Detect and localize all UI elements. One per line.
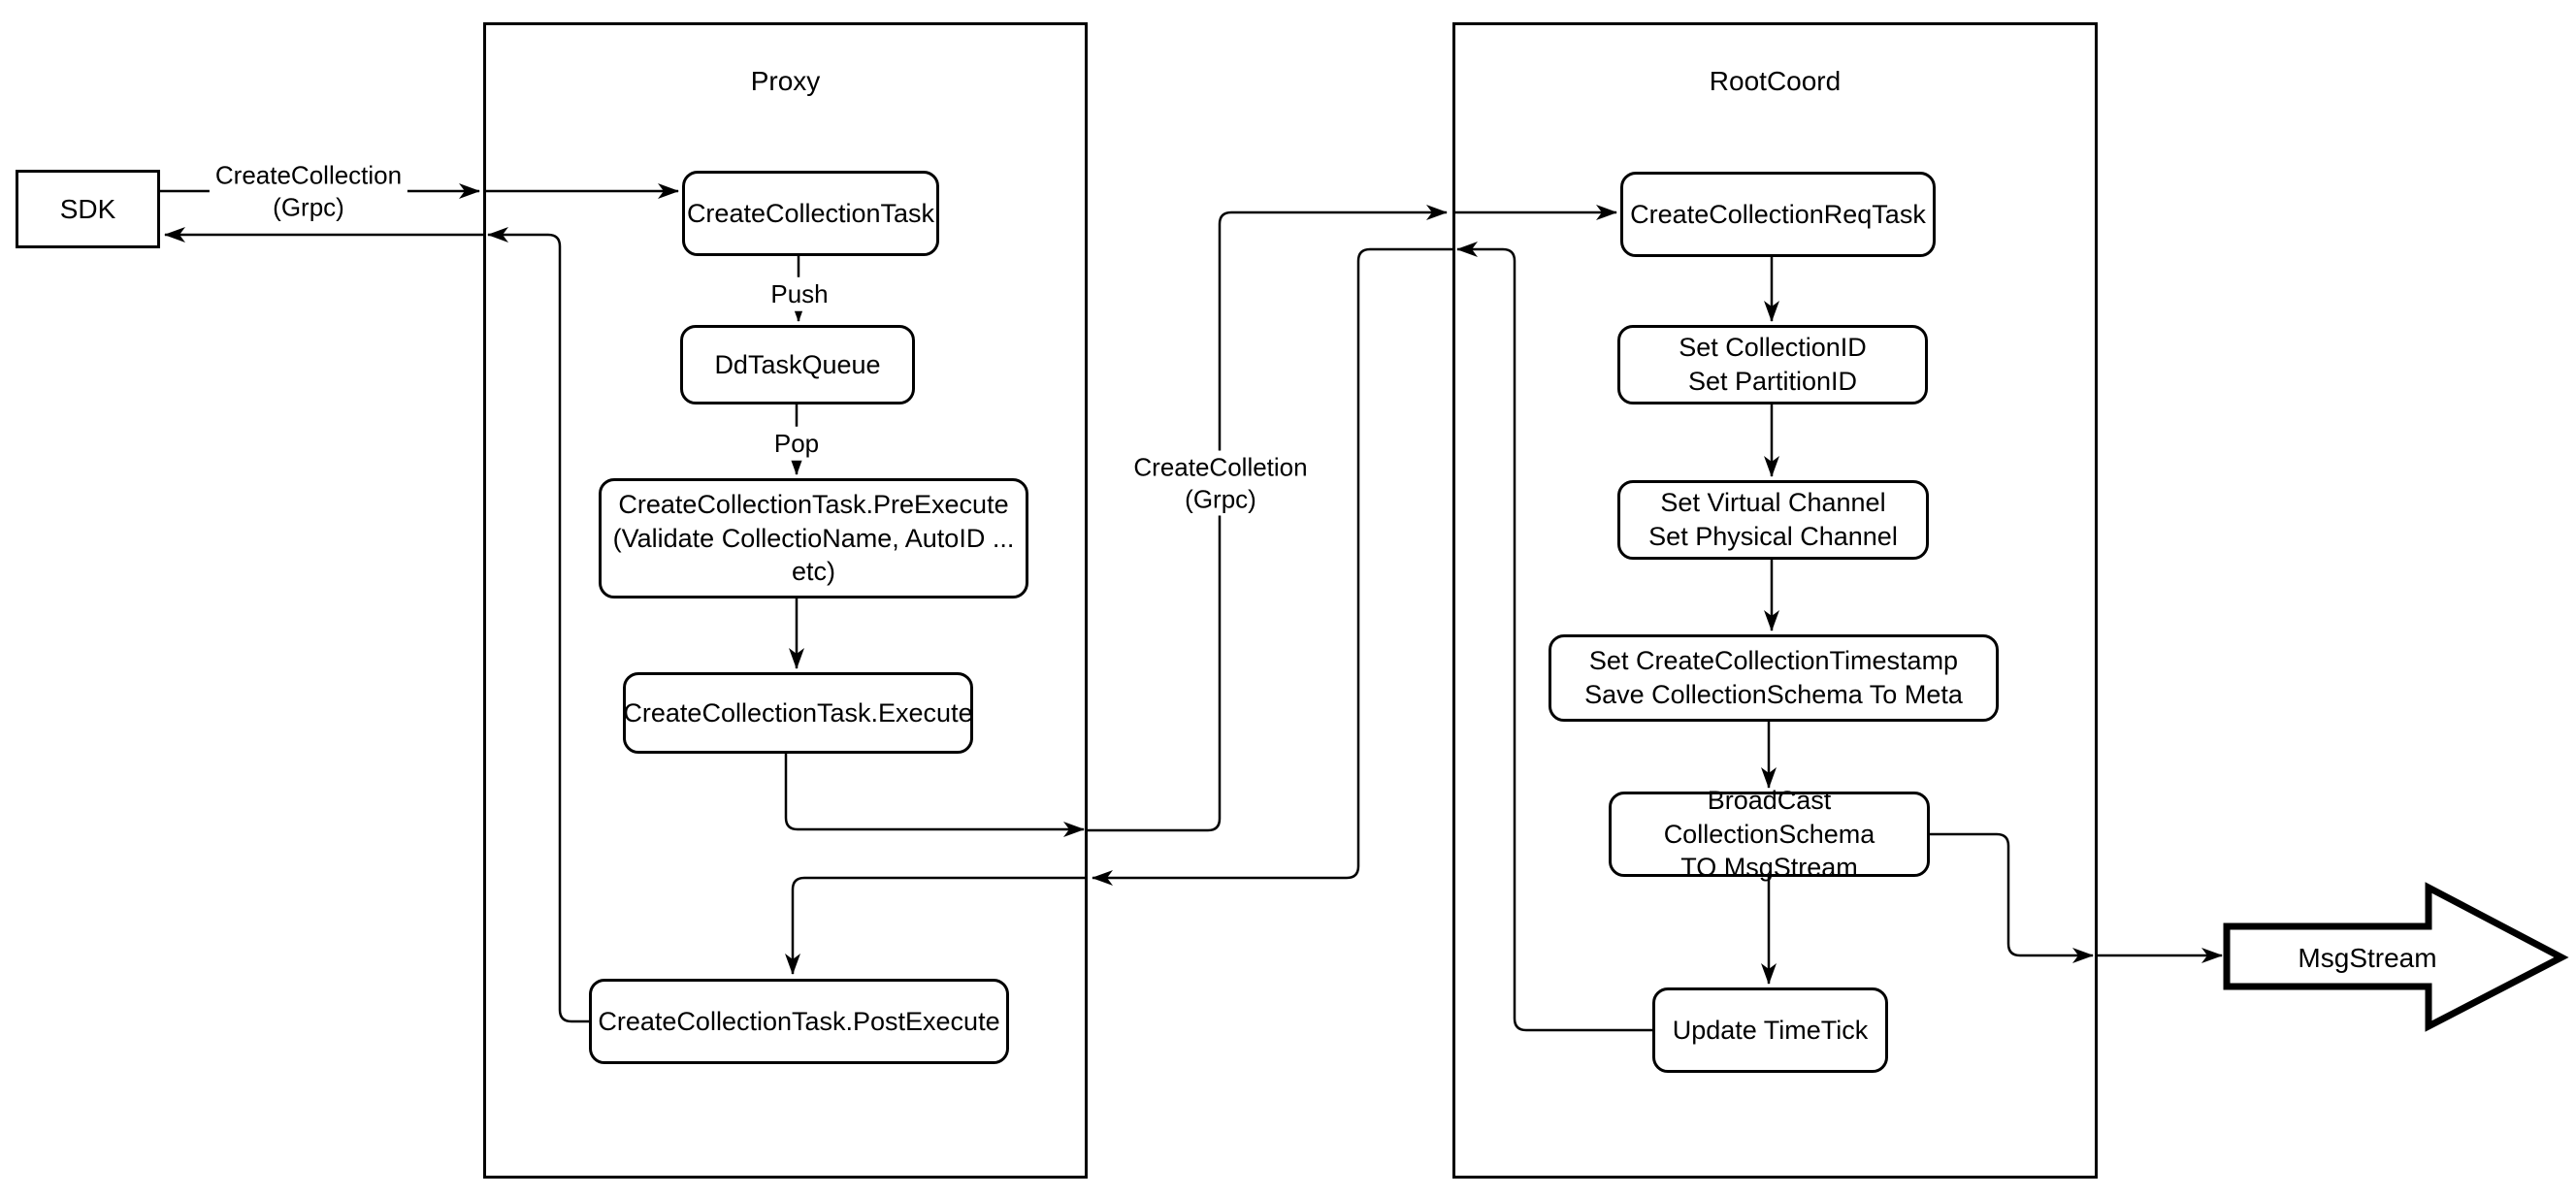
edge-postexecute-return — [487, 227, 589, 1023]
proxy-lane-title: Proxy — [750, 66, 821, 96]
proxy-lane — [483, 22, 1088, 1179]
label-pop: Pop — [767, 426, 826, 461]
rootcoord-lane-title: RootCoord — [1709, 66, 1842, 96]
label-createcollection-grpc: CreateCollection (Grpc) — [209, 158, 408, 224]
node-pre-execute: CreateCollectionTask.PreExecute (Validat… — [599, 478, 1028, 598]
msgstream-block-arrow — [2223, 882, 2569, 1032]
edge-broadcast-exit — [1930, 832, 2094, 963]
edge-return-to-proxy — [1092, 247, 1452, 886]
rootcoord-lane — [1452, 22, 2098, 1179]
edge-grpc-to-rootcoord — [1088, 205, 1448, 832]
edge-return-postexecute — [785, 876, 1088, 975]
sdk-box: SDK — [16, 170, 160, 248]
node-dd-task-queue: DdTaskQueue — [680, 325, 915, 404]
node-post-execute: CreateCollectionTask.PostExecute — [589, 979, 1009, 1064]
node-create-collection-req-task: CreateCollectionReqTask — [1620, 172, 1936, 257]
node-set-collection-partition-id: Set CollectionID Set PartitionID — [1617, 325, 1928, 404]
node-broadcast-schema: BroadCast CollectionSchema TO MsgStream — [1609, 786, 1930, 882]
edge-timetick-return — [1456, 242, 1652, 1032]
label-push: Push — [765, 276, 834, 311]
edge-execute-exit — [784, 754, 1085, 837]
node-execute: CreateCollectionTask.Execute — [623, 672, 973, 754]
node-set-channels: Set Virtual Channel Set Physical Channel — [1617, 480, 1929, 560]
node-update-timetick: Update TimeTick — [1652, 987, 1888, 1073]
msgstream-label: MsgStream — [2298, 943, 2437, 973]
label-createcolletion-grpc: CreateColletion (Grpc) — [1127, 450, 1314, 516]
node-create-collection-task: CreateCollectionTask — [682, 171, 939, 256]
node-set-timestamp-save-schema: Set CreateCollectionTimestamp Save Colle… — [1549, 634, 1999, 722]
